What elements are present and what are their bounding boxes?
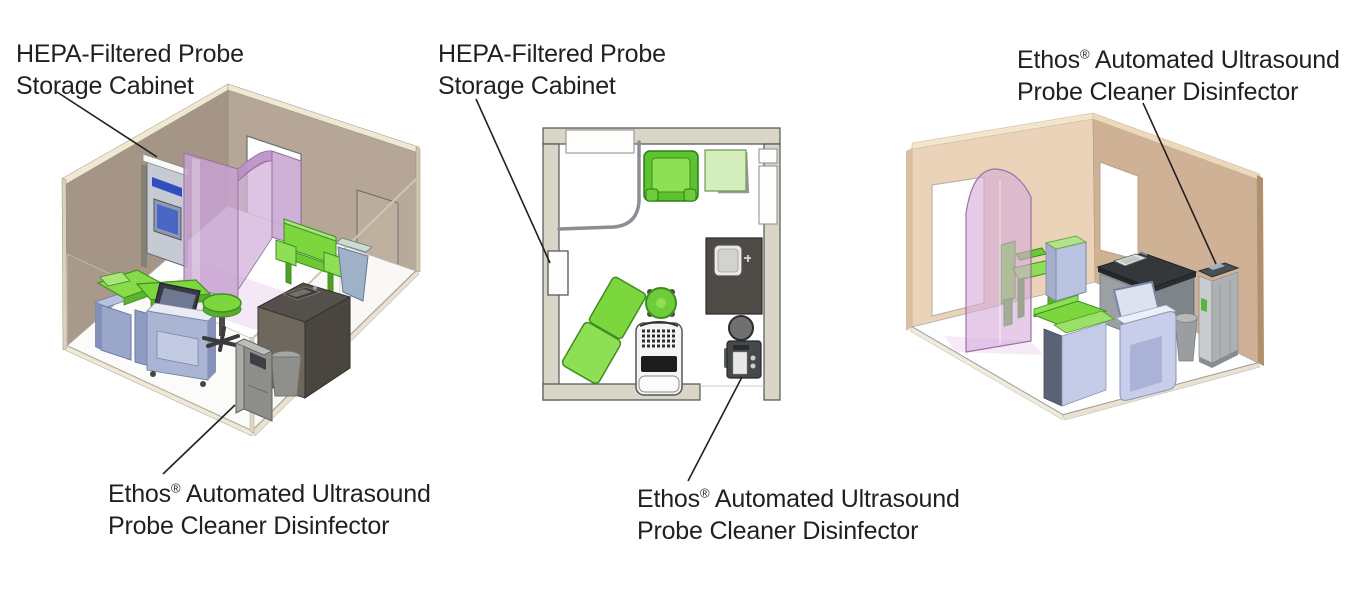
label-line-2: Probe Cleaner Disinfector [108,512,390,540]
label-hepa-cabinet-left: HEPA-Filtered Probe Storage Cabinet [16,38,244,102]
faucet [1140,252,1147,255]
hepa-storage-cabinet [141,154,188,268]
label-line-2: Probe Cleaner Disinfector [1017,78,1299,106]
leader-ethos-right [1143,103,1216,264]
label-line-2: Storage Cabinet [16,72,194,100]
side-table [705,150,748,193]
label-hepa-cabinet-plan: HEPA-Filtered Probe Storage Cabinet [438,38,666,102]
label-ethos-disinfector-plan: Ethos® Automated Ultrasound Probe Cleane… [637,483,960,547]
exam-stool [203,294,241,350]
faucet [312,285,318,291]
trash-can [1175,314,1197,362]
privacy-curtain [944,169,1043,355]
label-ethos-disinfector-left: Ethos® Automated Ultrasound Probe Cleane… [108,478,431,542]
ultrasound-cart [1114,282,1176,400]
sink-counter [706,238,762,314]
ultrasound-cart [636,322,682,395]
leader-ethos-mid [688,377,742,481]
leader-lines [57,92,1216,481]
exam-table [561,275,649,385]
doorway-back [1100,162,1138,260]
registered-mark: ® [1079,46,1090,62]
ethos-disinfector [236,339,272,421]
label-line-1: Ethos® Automated Ultrasound [108,480,431,508]
label-line-1: HEPA-Filtered Probe [438,40,666,68]
guest-chair [276,219,344,292]
hepa-storage-cabinet [548,251,568,295]
leader-ethos-left [163,405,235,474]
exam-stool [646,288,676,318]
ethos-disinfector [724,341,761,378]
wall-niche-upper [759,149,777,163]
view-isometric-right [906,113,1264,420]
trash-can [729,316,753,340]
ethos-disinfector [1199,263,1238,368]
wall-niche-lower [759,166,777,224]
faucet [744,255,751,262]
label-line-1: HEPA-Filtered Probe [16,40,244,68]
label-line-2: Storage Cabinet [438,72,616,100]
guest-chair [644,151,698,201]
side-cabinet [1046,236,1086,301]
label-line-2: Probe Cleaner Disinfector [637,517,919,545]
view-floor-plan [543,128,780,400]
exam-table [1034,295,1114,406]
waste-bin [336,238,372,301]
leader-hepa-mid [476,99,550,263]
curtain-track [559,142,639,229]
label-line-1: Ethos® Automated Ultrasound [1017,46,1340,74]
wall-cabinet [566,130,634,153]
label-line-1: Ethos® Automated Ultrasound [637,485,960,513]
registered-mark: ® [170,480,181,496]
label-ethos-disinfector-right: Ethos® Automated Ultrasound Probe Cleane… [1017,44,1340,108]
registered-mark: ® [699,485,710,501]
view-isometric-left [62,84,420,436]
trash-can [271,351,301,396]
leader-hepa-left [57,92,157,157]
